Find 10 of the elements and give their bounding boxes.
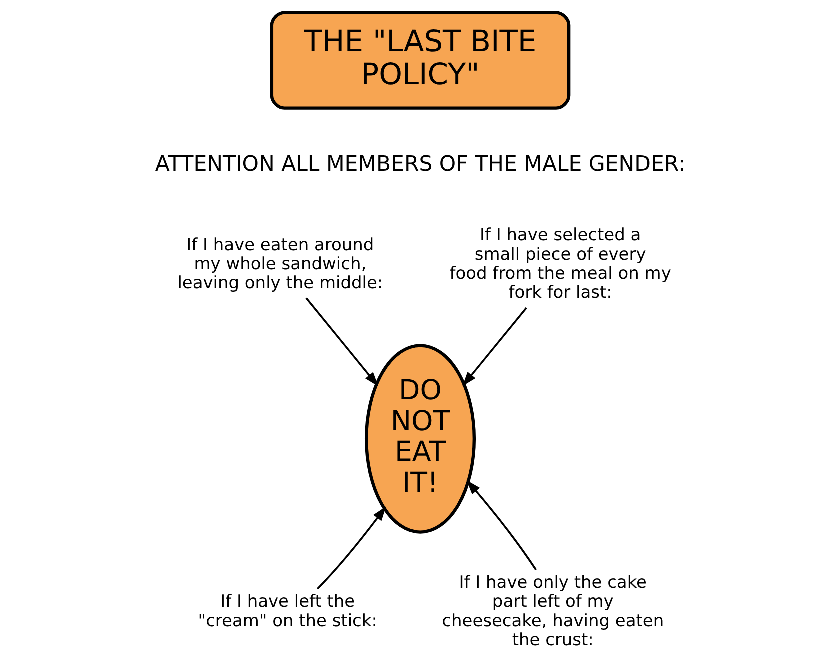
node-text: If I have selected a small piece of every food from the meal on my fork for last: — [449, 226, 671, 304]
arrow — [462, 307, 527, 386]
arrow — [316, 506, 386, 590]
node-box: THE "LAST BITE POLICY" — [270, 11, 570, 110]
label: ATTENTION ALL MEMBERS OF THE MALE GENDER: — [154, 152, 686, 177]
node-text: If I have only the cake part left of my cheesecake, having eaten the crust: — [442, 573, 664, 650]
arrow — [305, 298, 378, 387]
node-text: If I have left the "cream" on the stick: — [198, 592, 377, 632]
arrow — [466, 480, 537, 571]
node-text: If I have eaten around my whole sandwich, leaving only the middle: — [177, 235, 383, 294]
